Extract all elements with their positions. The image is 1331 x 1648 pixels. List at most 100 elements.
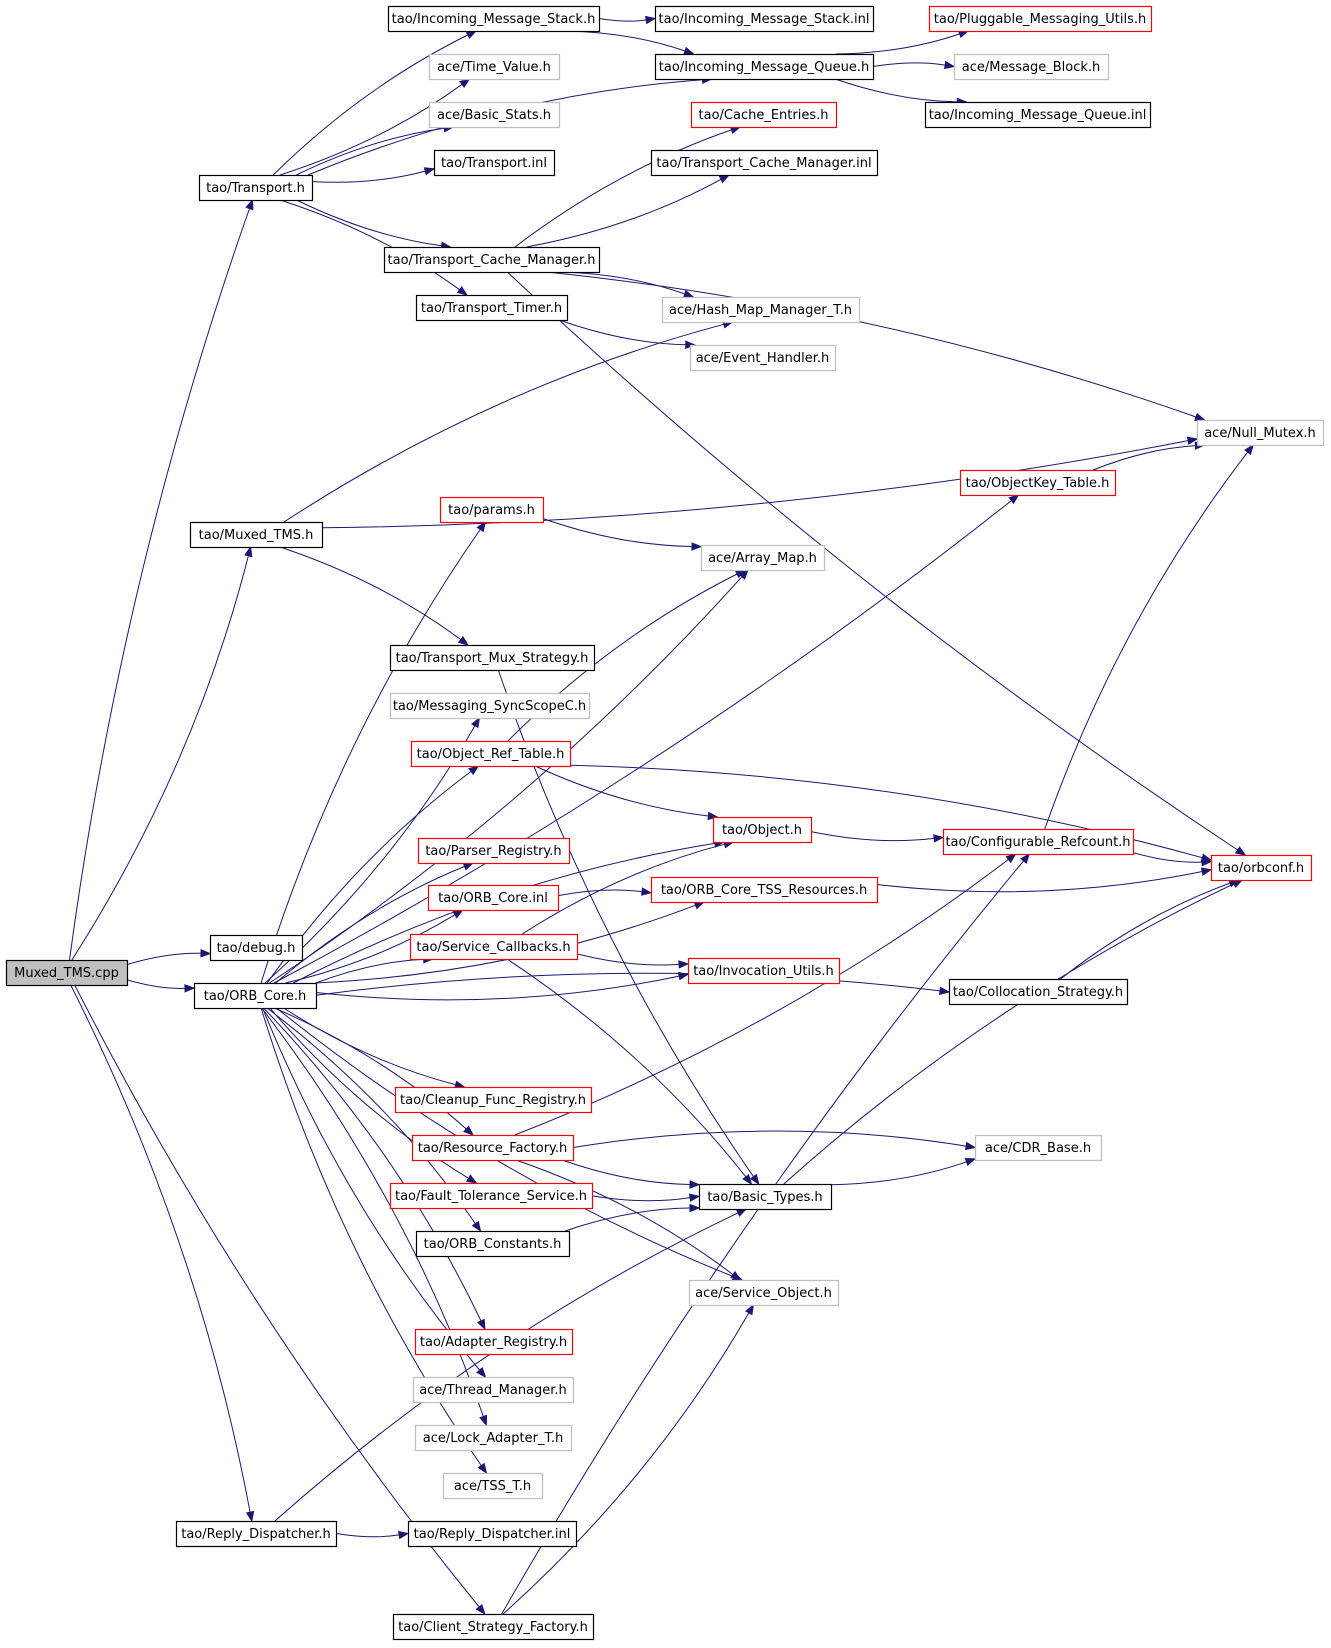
node-box <box>415 1230 571 1258</box>
node-label: tao/Incoming_Message_Stack.inl <box>659 12 870 27</box>
node-tao_service_callbacks_h[interactable]: tao/Service_Callbacks.h <box>409 933 579 961</box>
node-tao_orb_constants_h[interactable]: tao/ORB_Constants.h <box>415 1230 571 1258</box>
edge-line <box>263 1007 482 1322</box>
node-ace_tss_t_h[interactable]: ace/TSS_T.h <box>442 1472 544 1500</box>
node-tao_muxed_tms_h[interactable]: tao/Muxed_TMS.h <box>189 521 324 549</box>
node-tao_cache_entries_h[interactable]: tao/Cache_Entries.h <box>690 101 838 129</box>
node-tao_adapter_registry_h[interactable]: tao/Adapter_Registry.h <box>414 1328 574 1356</box>
node-tao_parser_registry_h[interactable]: tao/Parser_Registry.h <box>417 837 571 865</box>
node-ace_thread_manager_h[interactable]: ace/Thread_Manager.h <box>412 1376 575 1404</box>
edge-tao_muxed_tms_h-to-tao_transport_mux_strategy_h <box>279 546 470 646</box>
node-tao_reply_dispatcher_inl[interactable]: tao/Reply_Dispatcher.inl <box>407 1520 578 1548</box>
node-tao_basic_types_h[interactable]: tao/Basic_Types.h <box>698 1183 833 1211</box>
edge-tao_orb_core_h-to-tao_resource_factory_h <box>274 1007 475 1136</box>
node-tao_orbconf_h[interactable]: tao/orbconf.h <box>1210 854 1313 882</box>
edge-line <box>542 518 693 547</box>
node-tao_incoming_message_stack_h[interactable]: tao/Incoming_Message_Stack.h <box>387 5 601 33</box>
node-label: tao/Incoming_Message_Queue.inl <box>929 108 1147 123</box>
node-tao_debug_h[interactable]: tao/debug.h <box>209 934 304 962</box>
edge-arrowhead <box>200 949 212 958</box>
node-tao_transport_cache_manager_inl[interactable]: tao/Transport_Cache_Manager.inl <box>650 149 879 177</box>
edge-arrowhead <box>689 1203 701 1213</box>
node-tao_transport_timer_h[interactable]: tao/Transport_Timer.h <box>415 294 569 322</box>
edge-arrowhead <box>465 1174 478 1184</box>
node-box <box>410 740 572 768</box>
node-tao_incoming_message_queue_inl[interactable]: tao/Incoming_Message_Queue.inl <box>924 101 1152 129</box>
edge-arrowhead <box>476 1367 487 1379</box>
node-label: tao/Incoming_Message_Stack.h <box>392 12 596 27</box>
edge-tao_transport_h-to-ace_time_value_h <box>279 78 471 176</box>
node-ace_hash_map_manager_t_h[interactable]: ace/Hash_Map_Manager_T.h <box>661 296 861 324</box>
edge-line <box>564 1207 691 1232</box>
node-tao_pluggable_messaging_utils_h[interactable]: tao/Pluggable_Messaging_Utils.h <box>928 5 1153 33</box>
edge-tao_transport_cache_manager_h-to-tao_orbconf_h <box>506 271 1247 856</box>
edge-tao_fault_tolerance_service_h-to-tao_basic_types_h <box>591 1193 701 1202</box>
node-muxed_tms_cpp[interactable]: Muxed_TMS.cpp <box>5 959 129 987</box>
node-tao_cleanup_func_registry_h[interactable]: tao/Cleanup_Func_Registry.h <box>394 1086 593 1114</box>
edge-line <box>546 271 1197 418</box>
node-label: ace/TSS_T.h <box>454 1479 531 1494</box>
node-tao_transport_h[interactable]: tao/Transport.h <box>198 174 314 202</box>
node-tao_fault_tolerance_service_h[interactable]: tao/Fault_Tolerance_Service.h <box>389 1182 594 1210</box>
node-ace_basic_stats_h[interactable]: ace/Basic_Stats.h <box>428 101 561 129</box>
node-box <box>654 53 875 81</box>
edge-tao_orb_core_inl-to-tao_orb_core_tss_resources_h <box>557 887 653 897</box>
node-label: tao/ObjectKey_Table.h <box>966 476 1110 491</box>
edge-tao_orb_core_h-to-ace_array_map_h <box>269 568 749 984</box>
node-label: tao/Client_Strategy_Factory.h <box>398 1620 588 1635</box>
node-ace_cdr_base_h[interactable]: ace/CDR_Base.h <box>974 1134 1103 1162</box>
node-ace_service_object_h[interactable]: ace/Service_Object.h <box>688 1279 840 1307</box>
edge-tao_service_callbacks_h-to-tao_basic_types_h <box>506 958 753 1186</box>
edge-tao_incoming_message_queue_h-to-ace_message_block_h <box>872 60 956 70</box>
node-box <box>394 1086 593 1114</box>
node-tao_objectkey_table_h[interactable]: tao/ObjectKey_Table.h <box>959 469 1117 497</box>
node-tao_object_ref_table_h[interactable]: tao/Object_Ref_Table.h <box>410 740 572 768</box>
edge-line <box>502 1312 750 1615</box>
node-label: ace/Time_Value.h <box>437 60 551 75</box>
edge-line <box>126 952 202 965</box>
node-tao_invocation_utils_h[interactable]: tao/Invocation_Utils.h <box>687 957 841 985</box>
edge-arrowhead <box>738 568 749 580</box>
node-tao_transport_inl[interactable]: tao/Transport.inl <box>433 149 556 177</box>
node-tao_reply_dispatcher_h[interactable]: tao/Reply_Dispatcher.h <box>175 1520 338 1548</box>
edge-arrowhead <box>730 1270 742 1281</box>
edge-arrowhead <box>1244 443 1255 456</box>
node-box <box>959 469 1117 497</box>
edge-line <box>296 127 445 176</box>
edge-arrowhead <box>933 834 945 843</box>
node-tao_orb_core_inl[interactable]: tao/ORB_Core.inl <box>427 884 560 912</box>
node-label: tao/Adapter_Registry.h <box>420 1335 567 1350</box>
node-tao_configurable_refcount_h[interactable]: tao/Configurable_Refcount.h <box>942 828 1135 856</box>
node-tao_incoming_message_stack_inl[interactable]: tao/Incoming_Message_Stack.inl <box>654 5 875 33</box>
node-box <box>650 149 879 177</box>
node-tao_transport_cache_manager_h[interactable]: tao/Transport_Cache_Manager.h <box>383 246 601 274</box>
edge-line <box>126 979 186 989</box>
node-tao_object_h[interactable]: tao/Object.h <box>712 816 813 844</box>
node-ace_event_handler_h[interactable]: ace/Event_Handler.h <box>689 344 837 372</box>
edge-line <box>315 975 680 1001</box>
node-ace_time_value_h[interactable]: ace/Time_Value.h <box>428 53 561 81</box>
node-ace_null_mutex_h[interactable]: ace/Null_Mutex.h <box>1196 419 1325 447</box>
node-box <box>383 246 601 274</box>
node-tao_messaging_syncscopec_h[interactable]: tao/Messaging_SyncScopeC.h <box>389 692 591 720</box>
edge-arrowhead <box>1008 494 1020 505</box>
node-box <box>439 496 545 524</box>
node-tao_params_h[interactable]: tao/params.h <box>439 496 545 524</box>
edge-tao_transport_cache_manager_h-to-tao_transport_cache_manager_inl <box>526 174 731 248</box>
node-tao_client_strategy_factory_h[interactable]: tao/Client_Strategy_Factory.h <box>392 1613 595 1641</box>
node-ace_array_map_h[interactable]: ace/Array_Map.h <box>700 544 826 572</box>
node-box <box>411 1134 575 1162</box>
node-tao_collocation_strategy_h[interactable]: tao/Collocation_Strategy.h <box>948 978 1129 1006</box>
node-label: tao/params.h <box>448 503 535 518</box>
edge-tao_orb_core_h-to-tao_cleanup_func_registry_h <box>283 1007 466 1089</box>
node-tao_orb_core_h[interactable]: tao/ORB_Core.h <box>193 982 318 1010</box>
node-tao_incoming_message_queue_h[interactable]: tao/Incoming_Message_Queue.h <box>654 53 875 81</box>
node-tao_transport_mux_strategy_h[interactable]: tao/Transport_Mux_Strategy.h <box>389 644 596 672</box>
node-label: tao/ORB_Core.inl <box>438 891 548 906</box>
node-ace_message_block_h[interactable]: ace/Message_Block.h <box>953 53 1110 81</box>
edge-tao_orb_core_h-to-ace_thread_manager_h <box>262 1007 487 1379</box>
node-tao_orb_core_tss_resources_h[interactable]: tao/ORB_Core_TSS_Resources.h <box>650 876 879 904</box>
node-tao_resource_factory_h[interactable]: tao/Resource_Factory.h <box>411 1134 575 1162</box>
node-label: tao/Transport.h <box>206 181 305 196</box>
node-ace_lock_adapter_t_h[interactable]: ace/Lock_Adapter_T.h <box>414 1424 573 1452</box>
